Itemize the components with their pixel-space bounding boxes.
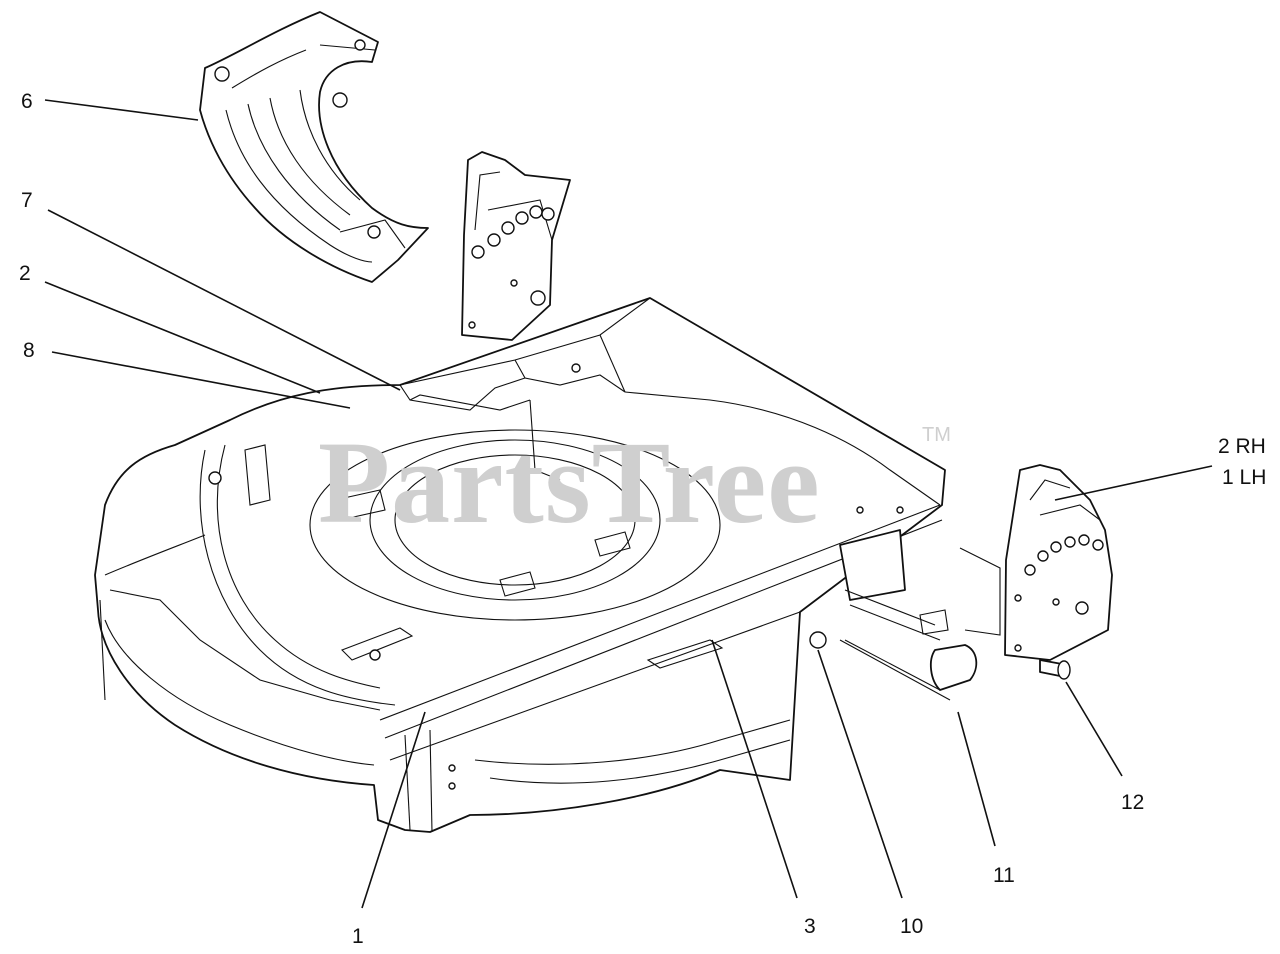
watermark-trademark: TM — [922, 424, 951, 446]
height-adjuster-bracket-right — [1004, 464, 1113, 661]
callout-6: 6 — [21, 90, 33, 113]
callout-11: 11 — [993, 864, 1015, 887]
watermark: PartsTree TM — [318, 417, 951, 548]
part-6-deflector — [199, 11, 429, 283]
rear-axle-assembly — [809, 529, 1001, 701]
mower-deck-housing — [94, 297, 946, 833]
watermark-text: PartsTree — [318, 417, 821, 548]
height-adjuster-bracket-top — [461, 151, 571, 341]
callout-3: 3 — [804, 915, 816, 938]
part-12-bolt — [1039, 659, 1071, 680]
callouts: 6 7 2 8 2 RH 1 LH 1 3 10 11 12 — [19, 90, 1266, 948]
callout-10: 10 — [900, 915, 923, 938]
callout-1: 1 — [352, 925, 364, 948]
callout-2: 2 — [19, 262, 31, 285]
callout-7: 7 — [21, 189, 33, 212]
callout-1lh: 1 LH — [1222, 466, 1266, 489]
callout-8: 8 — [23, 339, 35, 362]
callout-2rh: 2 RH — [1218, 435, 1266, 458]
leader-lines — [44, 99, 1213, 909]
callout-12: 12 — [1121, 791, 1144, 814]
